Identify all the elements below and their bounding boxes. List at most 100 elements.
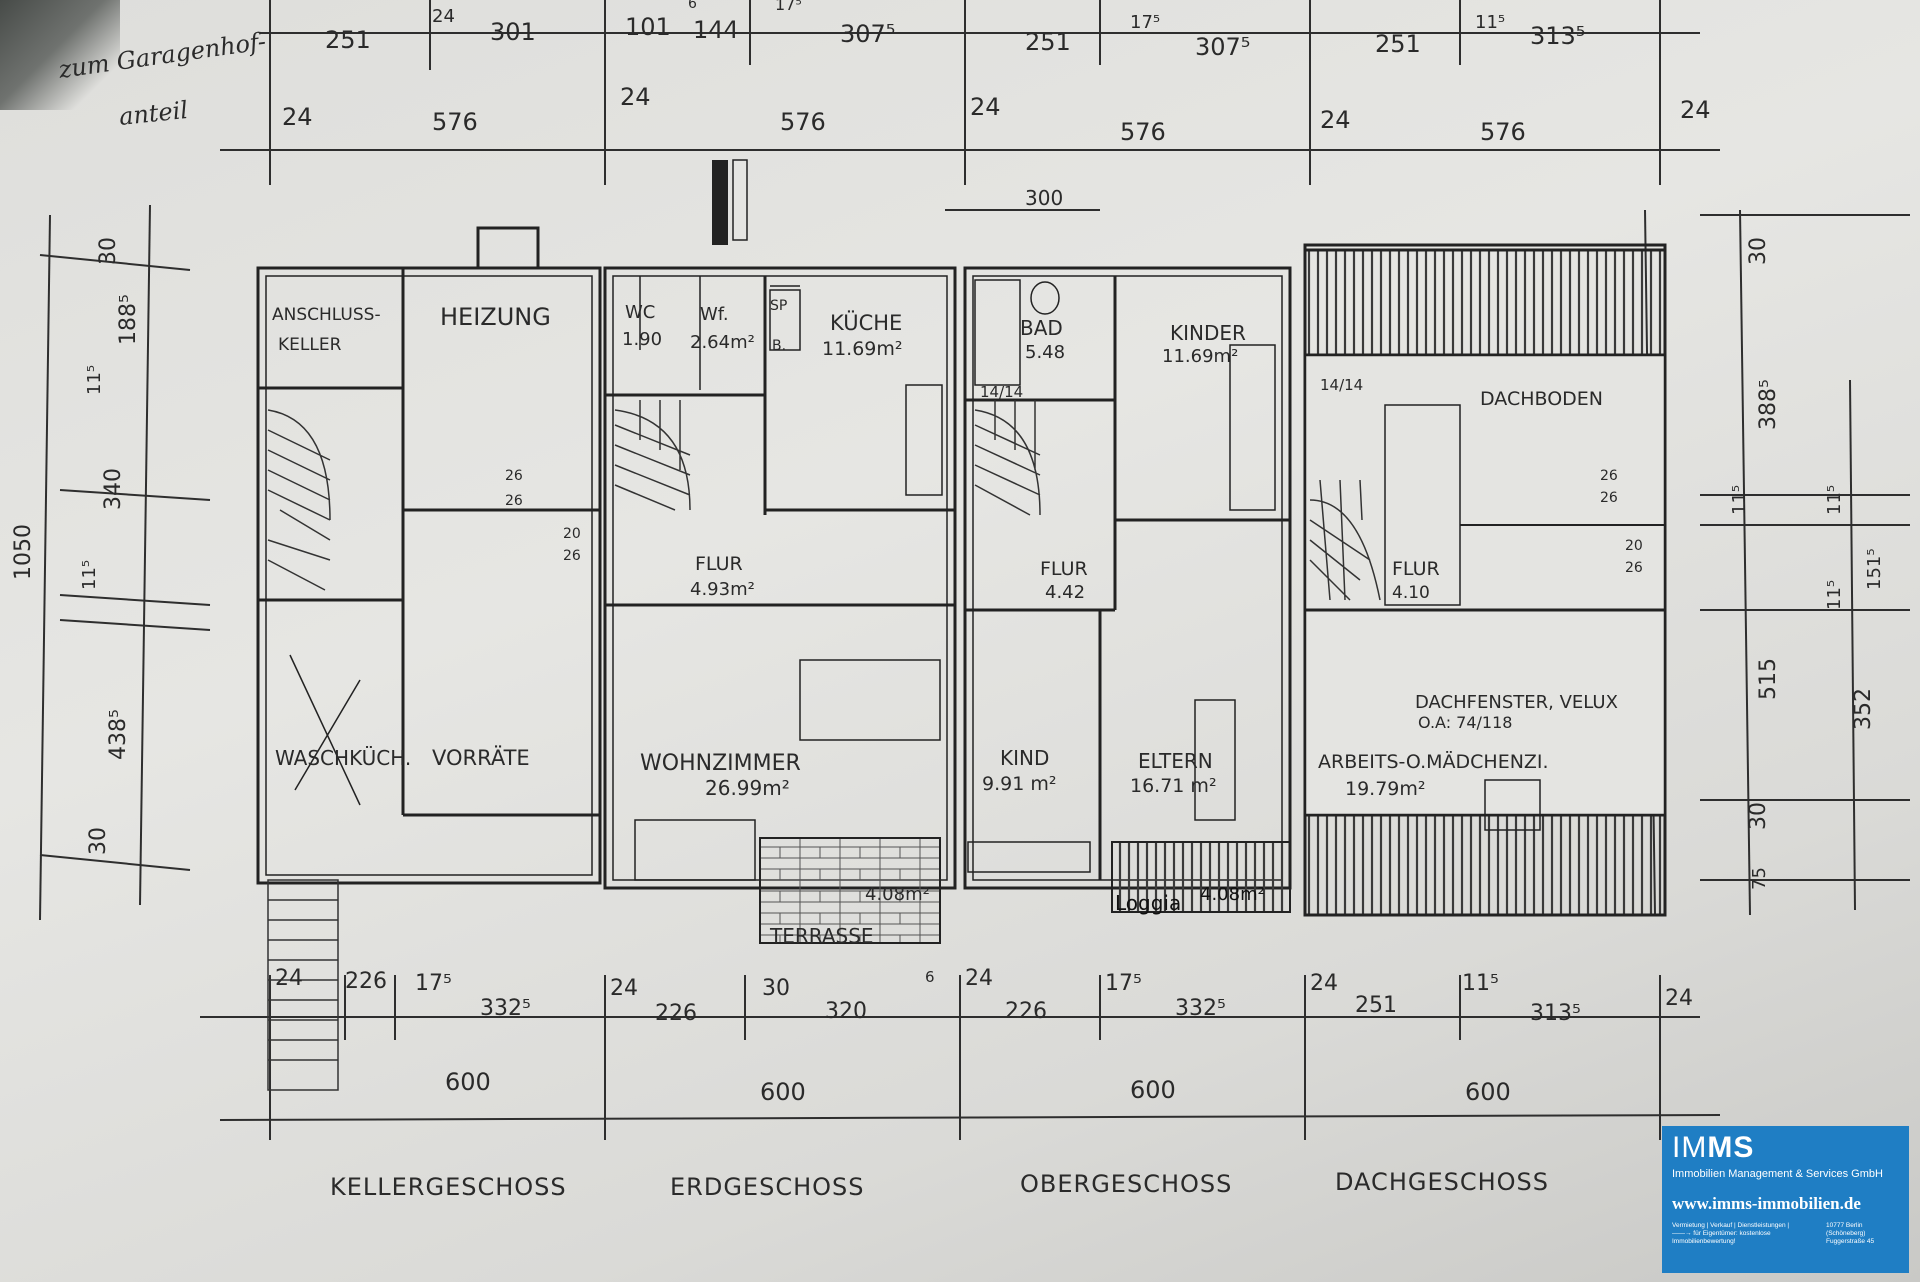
- dim-left: 188⁵: [116, 294, 141, 345]
- dim-bottom-total: 600: [760, 1078, 806, 1106]
- room-dachfenster-size: O.A: 74/118: [1418, 713, 1512, 732]
- room-kueche: KÜCHE: [830, 310, 902, 335]
- room-dachfenster: DACHFENSTER, VELUX: [1415, 692, 1618, 713]
- dim-bottom: 24: [610, 976, 638, 1001]
- company-logo: IMMS Immobilien Management & Services Gm…: [1662, 1126, 1909, 1273]
- floor-dachgeschoss: DACHGESCHOSS: [1335, 1168, 1549, 1196]
- room-flur-dg-area: 4.10: [1392, 583, 1430, 603]
- dim-top: 576: [1480, 118, 1526, 146]
- room-arbeits-area: 19.79m²: [1345, 778, 1426, 800]
- vent-label: 26: [1600, 490, 1618, 506]
- dim-right: 11⁵: [1729, 485, 1750, 515]
- dim-bottom: 17⁵: [1105, 971, 1142, 996]
- stair-mark: 14/14: [980, 383, 1023, 401]
- room-bad: BAD: [1020, 316, 1063, 340]
- walls: [256, 159, 1667, 944]
- handwritten-note: zum Garagenhof- anteil: [56, 27, 268, 131]
- dim-bottom: 30: [762, 976, 790, 1001]
- note-line-1: zum Garagenhof-: [56, 27, 268, 84]
- dim-right: 30: [1746, 802, 1771, 830]
- room-sp: SP: [770, 298, 787, 314]
- dim-left: 30: [86, 827, 111, 855]
- room-bad-area: 5.48: [1025, 342, 1065, 363]
- room-eltern: ELTERN: [1138, 749, 1213, 773]
- bottom-dimension-labels: 24 226 17⁵ 332⁵ 24 226 30 320 6 24 226 1…: [275, 966, 1693, 1106]
- room-wf-area: 2.64m²: [690, 332, 755, 353]
- dim-bottom: 226: [1005, 999, 1047, 1024]
- dim-bottom: 332⁵: [1175, 996, 1226, 1021]
- floor-kellergeschoss: KELLERGESCHOSS: [330, 1173, 567, 1201]
- dim-bottom-total: 600: [1465, 1078, 1511, 1106]
- room-terrasse-area: 4.08m²: [865, 884, 930, 905]
- logo-website: www.imms-immobilien.de: [1672, 1194, 1861, 1213]
- dim-top: 24: [432, 6, 455, 27]
- dim-top: 24: [282, 103, 313, 131]
- room-labels: ANSCHLUSS- KELLER HEIZUNG WASCHKÜCH. VOR…: [272, 298, 1643, 948]
- dim-top: 24: [620, 83, 651, 111]
- corner-shadow: [0, 0, 120, 110]
- room-arbeits: ARBEITS-O.MÄDCHENZI.: [1318, 750, 1549, 773]
- vent-label: 26: [505, 493, 523, 509]
- dim-bottom: 313⁵: [1530, 1001, 1581, 1026]
- room-flur-eg: FLUR: [695, 553, 743, 575]
- dim-top: 17⁵: [1130, 12, 1160, 33]
- logo-company: Immobilien Management & Services GmbH: [1672, 1168, 1883, 1180]
- dim-bottom: 251: [1355, 993, 1397, 1018]
- vent-label: 26: [1600, 468, 1618, 484]
- room-flur-og-area: 4.42: [1045, 582, 1085, 603]
- dim-left: 11⁵: [79, 560, 100, 590]
- room-anschluss-1: ANSCHLUSS-: [272, 305, 381, 325]
- room-wf: Wf.: [700, 304, 729, 325]
- dim-top: 307⁵: [1195, 33, 1250, 61]
- dim-right: 11⁵: [1824, 580, 1845, 610]
- room-kind-area: 9.91 m²: [982, 773, 1056, 795]
- room-flur-dg: FLUR: [1392, 558, 1440, 580]
- dim-bottom: 24: [1665, 986, 1693, 1011]
- dim-top: 24: [970, 93, 1001, 121]
- dim-bottom-total: 600: [1130, 1076, 1176, 1104]
- room-heizung: HEIZUNG: [440, 303, 551, 331]
- dim-bottom: 17⁵: [415, 971, 452, 996]
- dim-bottom: 24: [1310, 971, 1338, 996]
- room-wohnzimmer: WOHNZIMMER: [640, 751, 801, 776]
- dim-top: 6: [688, 0, 697, 12]
- dim-right: 352: [1851, 688, 1876, 730]
- room-waschkueche: WASCHKÜCH.: [275, 746, 411, 770]
- room-dachboden: DACHBODEN: [1480, 388, 1603, 410]
- dim-left: 11⁵: [84, 365, 105, 395]
- vent-label: 26: [563, 548, 581, 564]
- room-wc-area: 1.90: [622, 329, 662, 350]
- room-kind: KIND: [1000, 746, 1049, 770]
- dim-bottom: 226: [345, 969, 387, 994]
- dim-top: 313⁵: [1530, 22, 1585, 50]
- dim-bottom-total: 600: [445, 1068, 491, 1096]
- room-anschluss-2: KELLER: [278, 335, 342, 355]
- dim-bottom: 320: [825, 999, 867, 1024]
- room-sp-b: B.: [772, 338, 786, 354]
- dim-top: 251: [325, 26, 371, 54]
- dim-right: 515: [1756, 658, 1781, 700]
- stair-mark: 14/14: [1320, 376, 1363, 394]
- floor-erdgeschoss: ERDGESCHOSS: [670, 1173, 864, 1201]
- stairs: [267, 400, 1381, 1091]
- vent-label: 20: [563, 526, 581, 542]
- room-wc: WC: [625, 302, 655, 323]
- logo-tagline-2: ——→ für Eigentümer: kostenlose Immobilie…: [1672, 1230, 1771, 1245]
- dim-bottom: 226: [655, 1001, 697, 1026]
- dim-right: 30: [1746, 237, 1771, 265]
- dim-mid: 300: [1025, 186, 1063, 210]
- dim-left: 1050: [11, 524, 36, 580]
- room-terrasse: TERRASSE: [769, 924, 874, 948]
- dim-top: 576: [1120, 118, 1166, 146]
- dim-bottom: 332⁵: [480, 996, 531, 1021]
- logo-address-2: Fuggerstraße 45: [1826, 1238, 1875, 1245]
- dim-top: 24: [1680, 96, 1711, 124]
- dim-top: 576: [432, 108, 478, 136]
- note-line-2: anteil: [118, 96, 190, 131]
- room-flur-og: FLUR: [1040, 558, 1088, 580]
- logo-address-1: 10777 Berlin (Schöneberg): [1826, 1222, 1866, 1237]
- dim-top: 307⁵: [840, 20, 895, 48]
- vent-label: 20: [1625, 538, 1643, 554]
- room-loggia: Loggia: [1115, 891, 1181, 915]
